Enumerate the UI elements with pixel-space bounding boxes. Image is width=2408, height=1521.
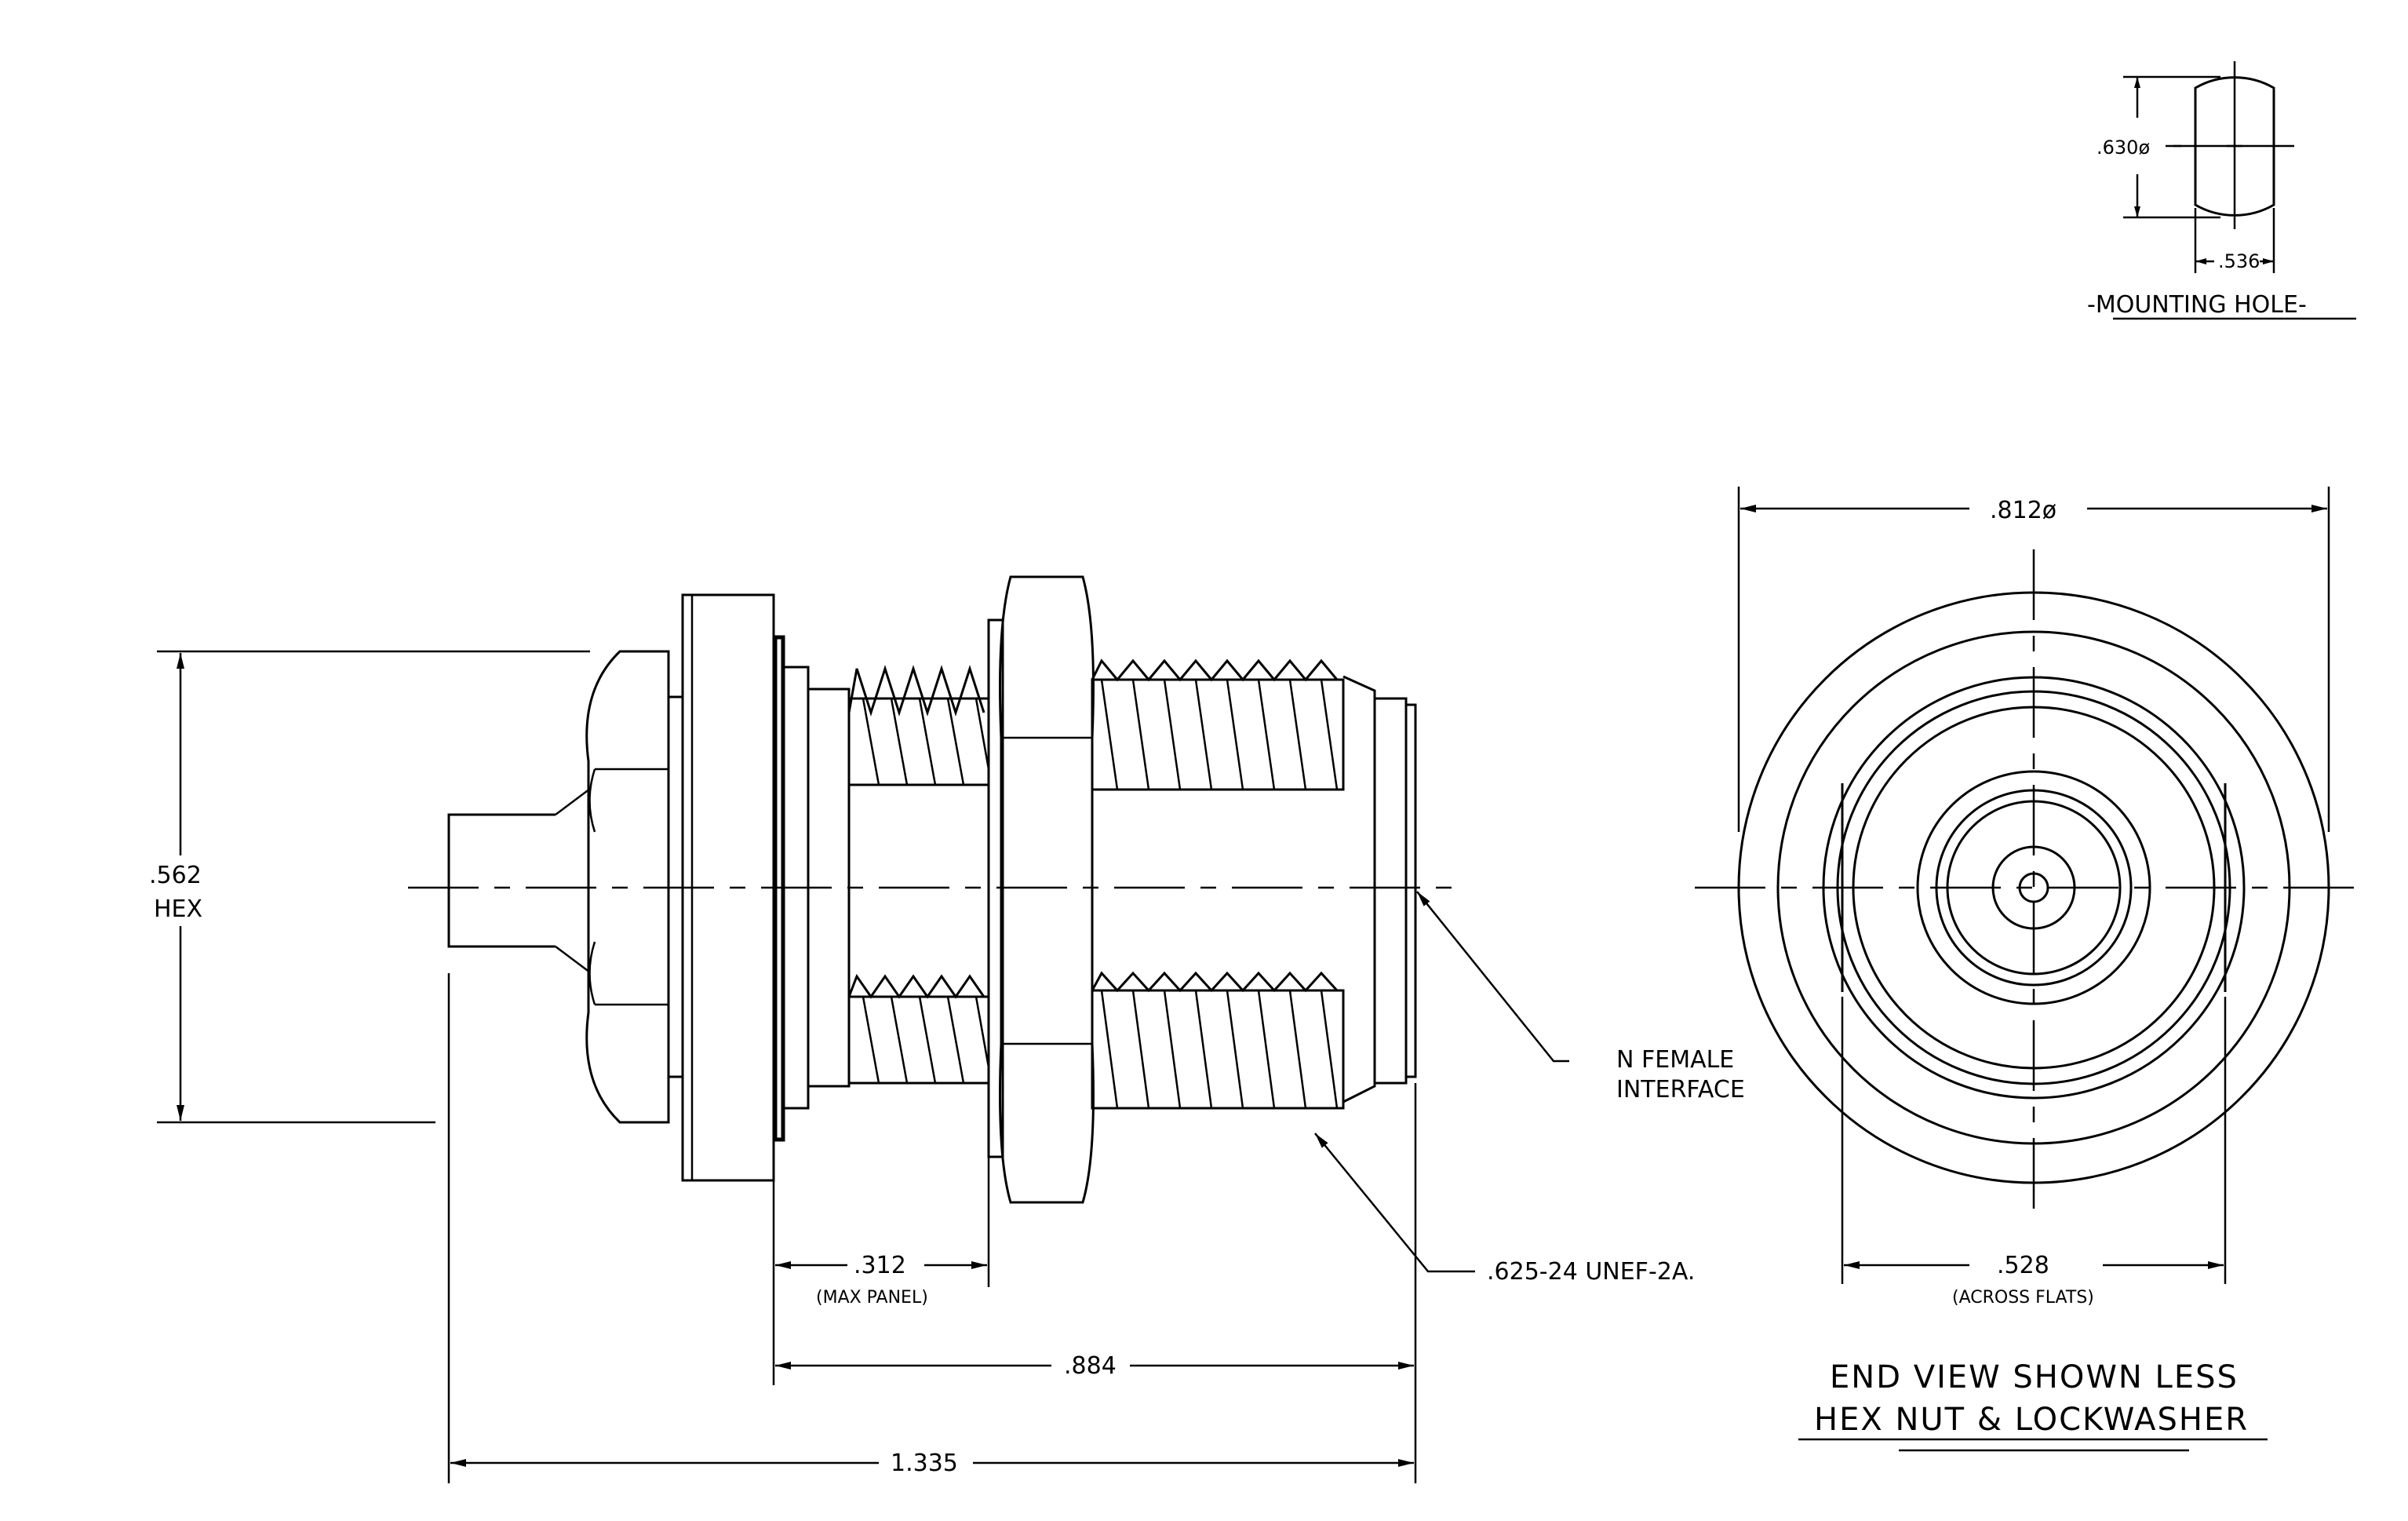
mounting-hole-height-label: .630ø (2097, 137, 2150, 159)
interface-callout-line1: N FEMALE (1616, 1046, 1734, 1074)
across-flats-note: (ACROSS FLATS) (1952, 1288, 2094, 1308)
total-length-label: 1.335 (891, 1450, 958, 1477)
end-view-dimensions: .812ø .528 (ACROSS FLATS) END VIEW SHOWN… (1737, 487, 2330, 1452)
across-flats-label: .528 (1997, 1252, 2049, 1279)
end-view-caption-line2: HEX NUT & LOCKWASHER (1814, 1402, 2249, 1438)
end-view (1695, 549, 2362, 1224)
outer-diameter-label: .812ø (1990, 497, 2056, 524)
side-view-dimensions: .562 HEX .312 (MAX PANEL) .884 1.335 N F… (149, 650, 1745, 1483)
side-view (408, 575, 1452, 1204)
panel-dimension-label: .312 (854, 1252, 906, 1279)
hex-dimension-label: .562 (149, 862, 202, 889)
end-view-caption-line1: END VIEW SHOWN LESS (1830, 1359, 2239, 1395)
mounting-hole-title: -MOUNTING HOLE- (2087, 291, 2307, 319)
mounting-hole-view: .630ø .536 -MOUNTING HOLE- (2087, 61, 2356, 320)
mounting-hole-width-label: .536 (2218, 250, 2260, 272)
interface-callout-line2: INTERFACE (1616, 1076, 1745, 1103)
hex-dimension-note: HEX (154, 895, 202, 923)
panel-dimension-note: (MAX PANEL) (816, 1288, 928, 1308)
thread-callout: .625-24 UNEF-2A. (1487, 1258, 1695, 1286)
body-length-label: .884 (1064, 1352, 1117, 1380)
